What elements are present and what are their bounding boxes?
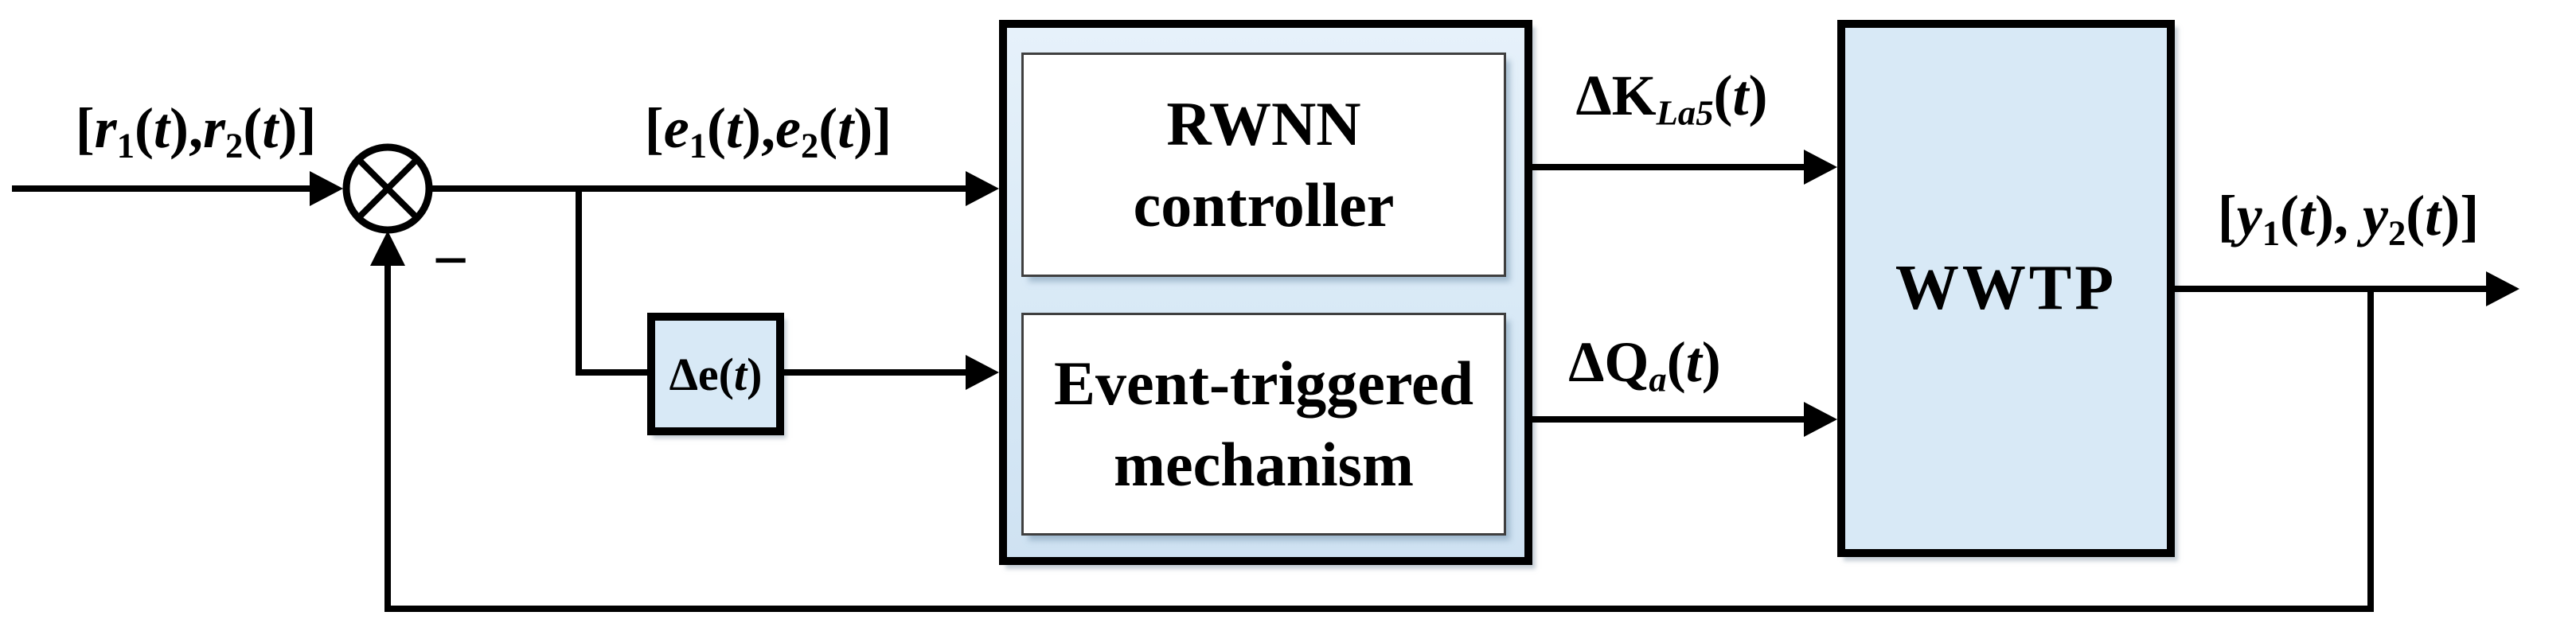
error-line <box>431 185 967 192</box>
error-branch-horizontal-line <box>576 369 649 376</box>
kla5-line <box>1532 164 1807 170</box>
label-token: r <box>203 96 226 160</box>
reference-signal-label: [r1(t),r2(t)] <box>53 95 339 166</box>
label-token: ( <box>135 96 154 160</box>
label-token: ( <box>2280 184 2299 247</box>
label-token: t <box>726 96 743 160</box>
feedback-right-vertical-line <box>2367 289 2374 612</box>
label-token: t <box>2299 184 2316 247</box>
kla5-signal-label: ΔKLa5(t) <box>1544 62 1799 133</box>
rwnn-controller-label-line2: controller <box>1133 170 1395 240</box>
label-token: t <box>2425 184 2441 247</box>
label-token: ΔK <box>1575 64 1657 127</box>
label-token: ) <box>1701 330 1721 394</box>
label-token: t <box>733 348 747 400</box>
qa-line <box>1532 416 1807 423</box>
input-arrowhead-icon <box>310 171 343 206</box>
label-token: ( <box>1666 330 1686 394</box>
label-token: [ <box>644 96 664 160</box>
delta-error-line <box>784 369 967 376</box>
summing-junction-icon <box>342 143 433 234</box>
label-token: y <box>2363 184 2388 247</box>
qa-arrowhead-icon <box>1804 402 1837 437</box>
minus-sign: − <box>432 226 469 296</box>
label-token: 1 <box>689 125 708 166</box>
delta-error-block-label: Δe(t) <box>669 348 763 401</box>
rwnn-controller-label-line1: RWNN <box>1166 89 1361 158</box>
label-token: ( <box>2406 184 2426 247</box>
label-token: [ <box>2217 184 2237 247</box>
output-line <box>2175 286 2488 292</box>
rwnn-controller-block: RWNN controller <box>1021 53 1506 277</box>
label-token: a <box>1649 359 1667 399</box>
label-token: 2 <box>225 125 244 166</box>
label-token: [ <box>75 96 95 160</box>
label-token: r <box>94 96 117 160</box>
qa-signal-label: ΔQa(t) <box>1517 329 1772 399</box>
delta-error-arrowhead-icon <box>966 355 999 390</box>
label-token: e <box>775 96 801 160</box>
error-branch-vertical-line <box>576 189 582 376</box>
label-token: ), <box>170 96 203 160</box>
label-token: )] <box>853 96 892 160</box>
feedback-bottom-line <box>384 606 2374 612</box>
label-token: t <box>154 96 170 160</box>
label-token: ( <box>1713 64 1733 127</box>
output-signal-label: [y1(t), y2(t)] <box>2205 182 2492 253</box>
label-token: t <box>262 96 279 160</box>
label-token: 1 <box>116 125 135 166</box>
label-token: ), <box>2315 184 2363 247</box>
output-arrowhead-icon <box>2486 271 2519 306</box>
label-token: t <box>837 96 854 160</box>
label-token: y <box>2236 184 2262 247</box>
label-token: ) <box>1748 64 1768 127</box>
wwtp-block: WWTP <box>1837 20 2175 557</box>
event-triggered-label-line1: Event-triggered <box>1053 349 1474 418</box>
feedback-left-vertical-line <box>384 263 391 612</box>
event-triggered-label-line2: mechanism <box>1114 430 1414 499</box>
event-triggered-block: Event-triggered mechanism <box>1021 313 1506 536</box>
delta-error-block: Δe(t) <box>647 313 784 435</box>
label-token: ( <box>818 96 838 160</box>
feedback-arrowhead-icon <box>370 231 405 266</box>
label-token: 2 <box>2387 212 2406 253</box>
label-token: ( <box>243 96 263 160</box>
label-token: t <box>1685 330 1702 394</box>
error-signal-label: [e1(t),e2(t)] <box>625 95 911 166</box>
label-token: 2 <box>800 125 819 166</box>
label-token: )] <box>278 96 317 160</box>
error-arrowhead-icon <box>966 171 999 206</box>
wwtp-block-label: WWTP <box>1895 253 2117 323</box>
label-token: e <box>663 96 689 160</box>
label-token: ( <box>707 96 726 160</box>
label-token: 1 <box>2262 212 2281 253</box>
input-line <box>12 185 312 192</box>
label-token: La5 <box>1656 92 1714 133</box>
label-token: ) <box>747 348 763 400</box>
label-token: t <box>1732 64 1749 127</box>
label-token: )] <box>2441 184 2480 247</box>
kla5-arrowhead-icon <box>1804 150 1837 185</box>
label-token: ΔQ <box>1568 330 1649 394</box>
label-token: Δe( <box>669 348 734 400</box>
label-token: ), <box>742 96 775 160</box>
